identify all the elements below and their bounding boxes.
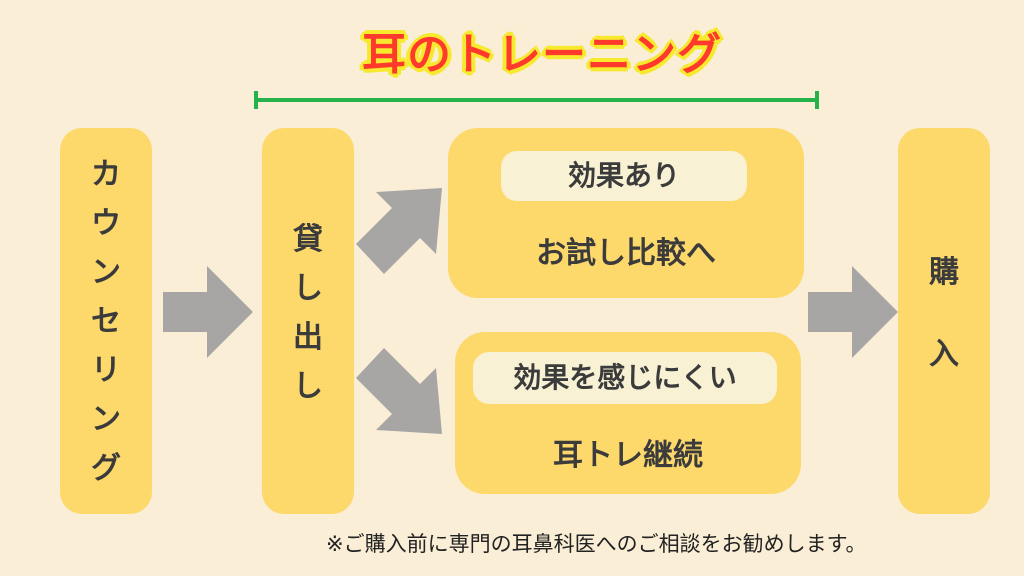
counseling-label: カ ウ ン セ リ ン グ xyxy=(60,160,152,503)
counseling-char: ウ xyxy=(91,206,121,241)
counseling-char: リ xyxy=(91,353,121,388)
purchase-box xyxy=(898,128,990,514)
arrow-right-icon xyxy=(808,266,898,358)
counseling-char: セ xyxy=(91,304,121,339)
lending-char: 出 xyxy=(293,320,323,355)
effective-action: お試し比較へ xyxy=(536,236,716,271)
arrow-right-icon xyxy=(163,266,253,358)
lending-box xyxy=(262,128,354,514)
lending-label: 貸 し 出 し xyxy=(262,225,354,421)
footnote: ※ご購入前に専門の耳鼻科医へのご相談をお勧めします。 xyxy=(326,532,867,556)
counseling-char: カ xyxy=(91,157,121,192)
counseling-char: ン xyxy=(91,402,121,437)
arrow-down-right-icon xyxy=(356,348,442,434)
arrow-up-right-icon xyxy=(356,188,442,274)
counseling-char: ン xyxy=(91,255,121,290)
purchase-label: 購 入 xyxy=(898,258,990,389)
lending-char: 貸 xyxy=(293,222,323,257)
lending-char: し xyxy=(293,271,323,306)
training-span-bracket xyxy=(254,91,819,109)
not-effective-pill: 効果を感じにくい xyxy=(473,352,777,404)
counseling-box xyxy=(60,128,152,514)
effective-pill: 効果あり xyxy=(501,151,747,201)
lending-char: し xyxy=(293,369,323,404)
not-effective-action: 耳トレ継続 xyxy=(553,438,703,473)
counseling-char: グ xyxy=(91,451,121,486)
purchase-char: 購 xyxy=(929,255,959,290)
diagram-title: 耳のトレーニング xyxy=(362,29,722,80)
purchase-char: 入 xyxy=(929,337,959,372)
